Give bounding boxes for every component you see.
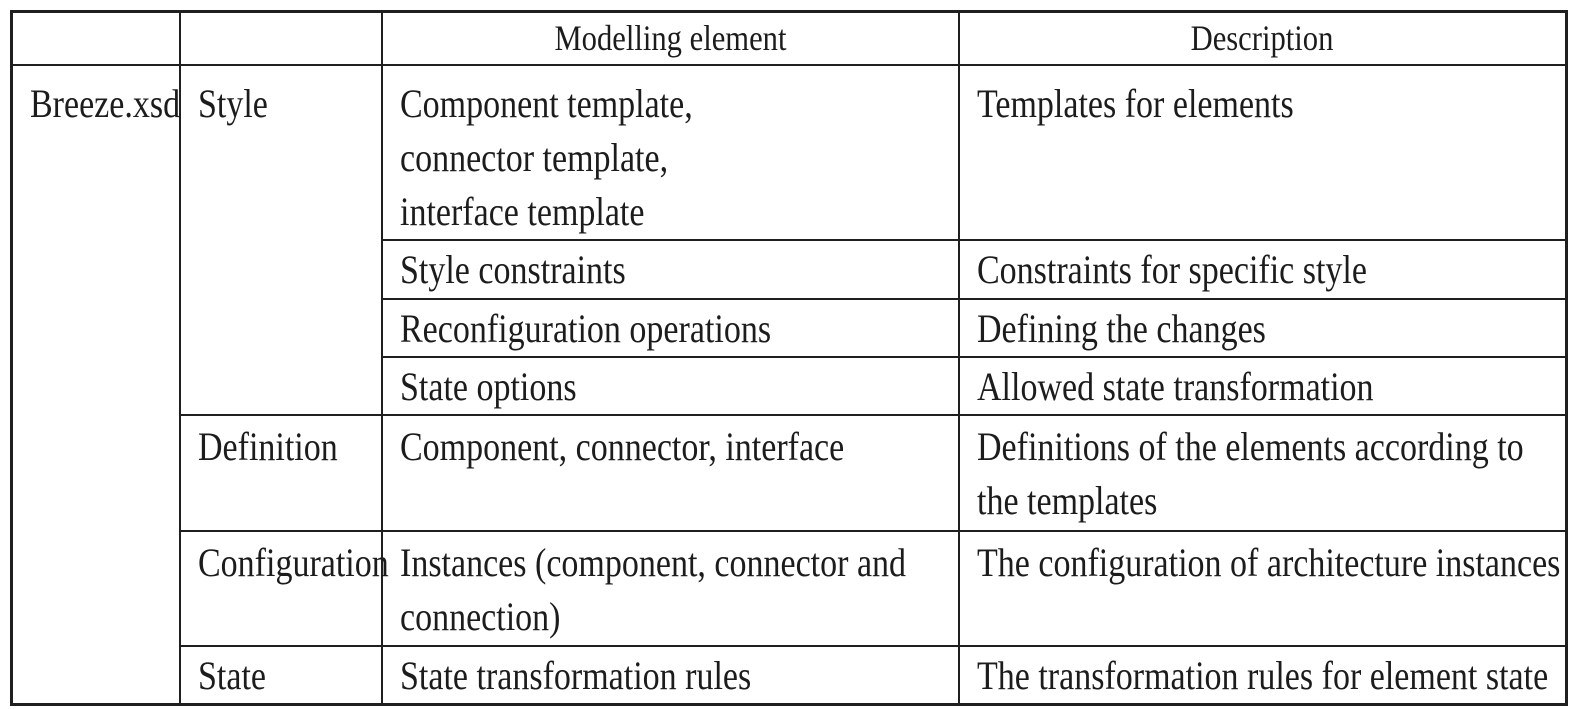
table-row: Breeze.xsd Style Component template, con… [10,63,1568,706]
cell-desc-templates: Templates for elements [957,63,1568,241]
header-description-text: Description [1190,18,1334,59]
table-row: Configuration Instances (component, conn… [12,529,1568,647]
cell-desc-state-options: Allowed state transformation [957,355,1568,416]
breeze-xsd-structure-table: Modelling element Description Breeze.xsd… [10,10,1568,706]
table-row: State State transformation rules The tra… [12,644,1568,706]
cell-element-state-options: State options [380,355,960,416]
table-row: Style constraints Constraints for specif… [12,238,1568,300]
cell-file-label: Breeze.xsd [10,63,181,706]
group-definition-text: Definition [197,423,338,469]
cell-desc-state: The transformation rules for element sta… [957,644,1568,706]
desc-definition-text: Definitions of the elements according to… [976,423,1524,523]
header-empty-file [10,10,181,66]
element-style-constraints-text: Style constraints [399,246,626,292]
group-configuration-text: Configuration [197,539,389,585]
cell-group-style: Style [178,63,383,416]
cell-element-state: State transformation rules [380,644,960,706]
element-state-options-text: State options [399,363,577,409]
cell-group-state: State [178,644,383,706]
desc-state-options-text: Allowed state transformation [976,363,1374,409]
cell-desc-configuration: The configuration of architecture instan… [957,529,1568,647]
header-description: Description [957,10,1568,66]
table-row: Reconfiguration operations Defining the … [12,297,1568,358]
desc-configuration-text: The configuration of architecture instan… [976,539,1560,585]
header-modelling-element-text: Modelling element [554,18,786,59]
desc-state-text: The transformation rules for element sta… [976,652,1548,698]
header-empty-group [178,10,383,66]
header-modelling-element: Modelling element [380,10,960,66]
table-header-row: Modelling element Description [10,10,1568,66]
group-style-text: Style [197,80,268,126]
element-definition-text: Component, connector, interface [399,423,844,469]
table-row: State options Allowed state transformati… [12,355,1568,416]
table-row: Definition Component, connector, interfa… [12,413,1568,532]
element-state-text: State transformation rules [399,652,751,698]
file-label-text: Breeze.xsd [30,80,181,126]
cell-group-definition: Definition [178,413,383,532]
cell-element-definition: Component, connector, interface [380,413,960,532]
element-configuration-text: Instances (component, connector and conn… [399,539,906,639]
cell-group-configuration: Configuration [178,529,388,647]
desc-templates-text: Templates for elements [976,80,1294,126]
cell-desc-style-constraints: Constraints for specific style [957,238,1568,300]
cell-element-style-constraints: Style constraints [380,238,960,300]
cell-element-reconfiguration: Reconfiguration operations [380,297,960,358]
cell-element-templates: Component template, connector template, … [380,63,960,241]
group-state-text: State [197,652,266,698]
desc-style-constraints-text: Constraints for specific style [976,246,1367,292]
element-reconfiguration-text: Reconfiguration operations [399,305,771,351]
cell-desc-reconfiguration: Defining the changes [957,297,1568,358]
element-templates-text: Component template, connector template, … [399,80,693,234]
cell-desc-definition: Definitions of the elements according to… [957,413,1568,532]
desc-reconfiguration-text: Defining the changes [976,305,1266,351]
cell-element-configuration: Instances (component, connector and conn… [380,529,960,647]
